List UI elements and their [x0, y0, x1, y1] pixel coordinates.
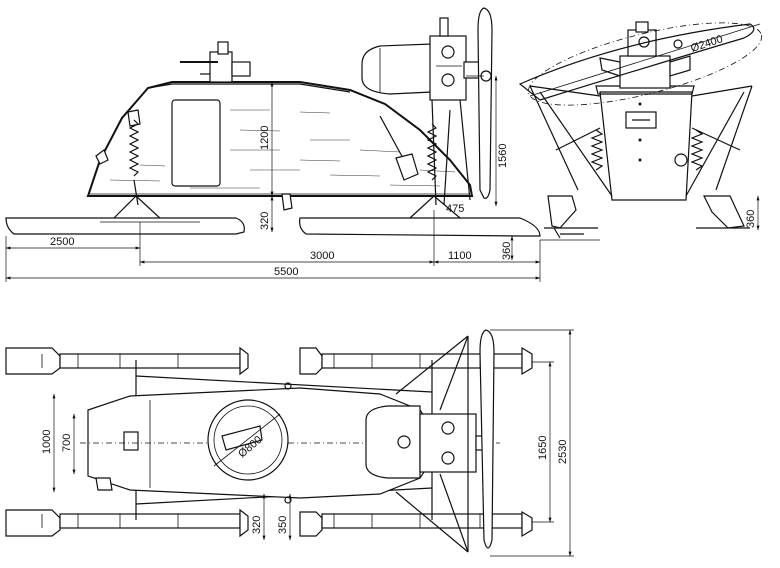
top-propeller: [479, 329, 495, 549]
side-dimensions: 2500 3000 1100 5500 1200 320 1560: [5, 75, 541, 282]
dim-1650: 1650: [537, 436, 549, 460]
dim-350: 350: [277, 516, 289, 534]
dim-700: 700: [61, 434, 73, 452]
dim-1200: 1200: [259, 126, 271, 150]
dim-360-front: 360: [745, 210, 757, 228]
top-engine: [419, 413, 491, 473]
front-engine: [599, 21, 691, 89]
side-view: 2500 3000 1100 5500 1200 320 1560: [5, 7, 541, 282]
dim-1000: 1000: [41, 430, 53, 454]
dim-1100: 1100: [448, 250, 472, 262]
dim-3000: 3000: [310, 250, 334, 262]
top-fuel-tank: [365, 405, 421, 479]
side-engine-tank: [361, 17, 483, 101]
side-door: [171, 99, 221, 187]
top-round-hatch: Ø800: [207, 399, 289, 481]
side-front-suspension: [111, 119, 163, 221]
top-view: Ø800 1000: [5, 329, 574, 557]
front-propeller: [518, 22, 763, 106]
dim-2530: 2530: [557, 440, 569, 464]
side-propeller: [466, 7, 493, 199]
dim-320-top: 320: [251, 516, 263, 534]
side-shovel: [379, 115, 419, 181]
front-view: Ø2400 360: [518, 21, 763, 241]
side-turret: [180, 41, 251, 83]
dim-320-side: 320: [259, 212, 271, 230]
side-hull: [86, 81, 474, 197]
front-outriggers: [529, 85, 753, 197]
dim-5500: 5500: [274, 266, 298, 278]
side-rear-ski: [299, 217, 541, 237]
front-skis: [540, 195, 750, 241]
dim-2500: 2500: [50, 236, 74, 248]
top-dimensions: 1000 700 320 350 1650 2530: [41, 329, 574, 557]
front-hull: [599, 91, 693, 201]
dim-360-side: 360: [501, 242, 513, 260]
dim-475: 475: [446, 203, 464, 215]
dim-prop-diameter: Ø2400: [689, 33, 724, 55]
top-skis: [5, 346, 533, 538]
side-front-ski: [5, 217, 245, 235]
side-rear-suspension: [409, 123, 461, 219]
dim-1560: 1560: [497, 144, 509, 168]
